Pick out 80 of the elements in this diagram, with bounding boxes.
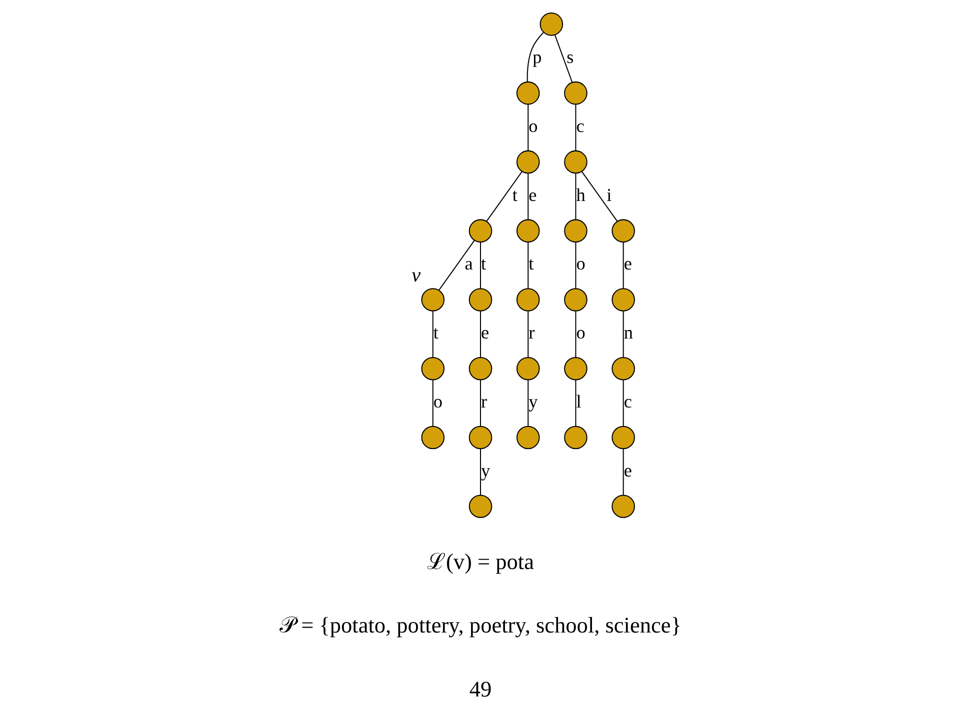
connector bbox=[575, 379, 576, 426]
node-circle bbox=[564, 150, 588, 174]
label: 𝒫 = {potato, pottery, poetry, school, science} bbox=[280, 612, 682, 638]
connector bbox=[480, 379, 481, 426]
node-circle bbox=[421, 356, 445, 380]
node-circle bbox=[516, 425, 540, 449]
node-circle bbox=[612, 425, 635, 449]
edge-label: s bbox=[566, 46, 574, 67]
edge-label: h bbox=[576, 184, 586, 204]
edge-label: c bbox=[576, 115, 584, 136]
node-circle bbox=[564, 288, 588, 311]
edge-label: o bbox=[576, 253, 586, 274]
connector bbox=[432, 310, 434, 357]
node-circle bbox=[564, 425, 588, 449]
node-circle bbox=[540, 12, 564, 36]
connector bbox=[581, 170, 618, 221]
node-circle bbox=[468, 425, 492, 449]
edge-label: l bbox=[576, 390, 582, 411]
connector bbox=[432, 379, 434, 426]
connector bbox=[528, 379, 529, 426]
node-circle bbox=[468, 218, 492, 242]
node-circle bbox=[564, 356, 588, 380]
node-circle bbox=[516, 150, 540, 174]
label: ℒ(v) = pota bbox=[427, 548, 534, 574]
connector bbox=[575, 310, 576, 357]
edge-label: c bbox=[624, 390, 632, 411]
connector bbox=[575, 104, 576, 150]
connector bbox=[575, 242, 576, 288]
edge-label: n bbox=[624, 322, 633, 342]
connector bbox=[486, 170, 522, 221]
edge-label: e bbox=[624, 253, 632, 274]
connector bbox=[480, 310, 481, 357]
edge-label: p bbox=[532, 46, 542, 67]
connector bbox=[438, 240, 475, 290]
connector bbox=[622, 310, 624, 357]
label: 49 bbox=[469, 676, 492, 701]
connector bbox=[622, 379, 624, 426]
edge-label: t bbox=[481, 253, 486, 274]
node-circle bbox=[516, 80, 540, 104]
edge-label: t bbox=[528, 253, 534, 274]
node-circle bbox=[421, 288, 445, 311]
connector bbox=[622, 242, 624, 288]
node-circle bbox=[516, 218, 540, 242]
node-circle bbox=[516, 356, 540, 380]
connector bbox=[575, 172, 576, 220]
node-circle bbox=[468, 494, 492, 518]
connector bbox=[622, 448, 624, 495]
edge-label: i bbox=[606, 184, 612, 204]
edge-label: t bbox=[512, 184, 518, 204]
edge-label: a bbox=[464, 253, 473, 274]
edge-label: y bbox=[481, 460, 490, 480]
edge-label: e bbox=[481, 322, 490, 342]
edge-label: o bbox=[433, 390, 443, 411]
connector bbox=[526, 32, 544, 82]
node-circle bbox=[516, 288, 540, 311]
connector bbox=[528, 172, 529, 220]
edge-label: y bbox=[528, 390, 538, 411]
edge-label: e bbox=[528, 184, 537, 204]
edge-label: e bbox=[624, 460, 632, 480]
edge-label: o bbox=[528, 115, 538, 136]
edge-label: r bbox=[528, 322, 535, 342]
connector bbox=[480, 242, 481, 288]
node-circle bbox=[612, 218, 635, 242]
node-circle bbox=[612, 288, 635, 311]
node-label: v bbox=[412, 264, 421, 286]
node-circle bbox=[421, 425, 445, 449]
node-circle bbox=[612, 356, 635, 380]
edge-label: o bbox=[576, 322, 586, 342]
node-circle bbox=[564, 80, 588, 104]
node-circle bbox=[468, 356, 492, 380]
connector bbox=[480, 448, 481, 495]
connector bbox=[528, 310, 529, 357]
connector bbox=[528, 242, 529, 288]
edge-label: t bbox=[433, 322, 438, 342]
connector bbox=[554, 34, 573, 82]
node-circle bbox=[564, 218, 588, 242]
node-circle bbox=[612, 494, 635, 518]
node-circle bbox=[468, 288, 492, 311]
edge-label: r bbox=[481, 390, 488, 411]
connector bbox=[528, 104, 529, 150]
